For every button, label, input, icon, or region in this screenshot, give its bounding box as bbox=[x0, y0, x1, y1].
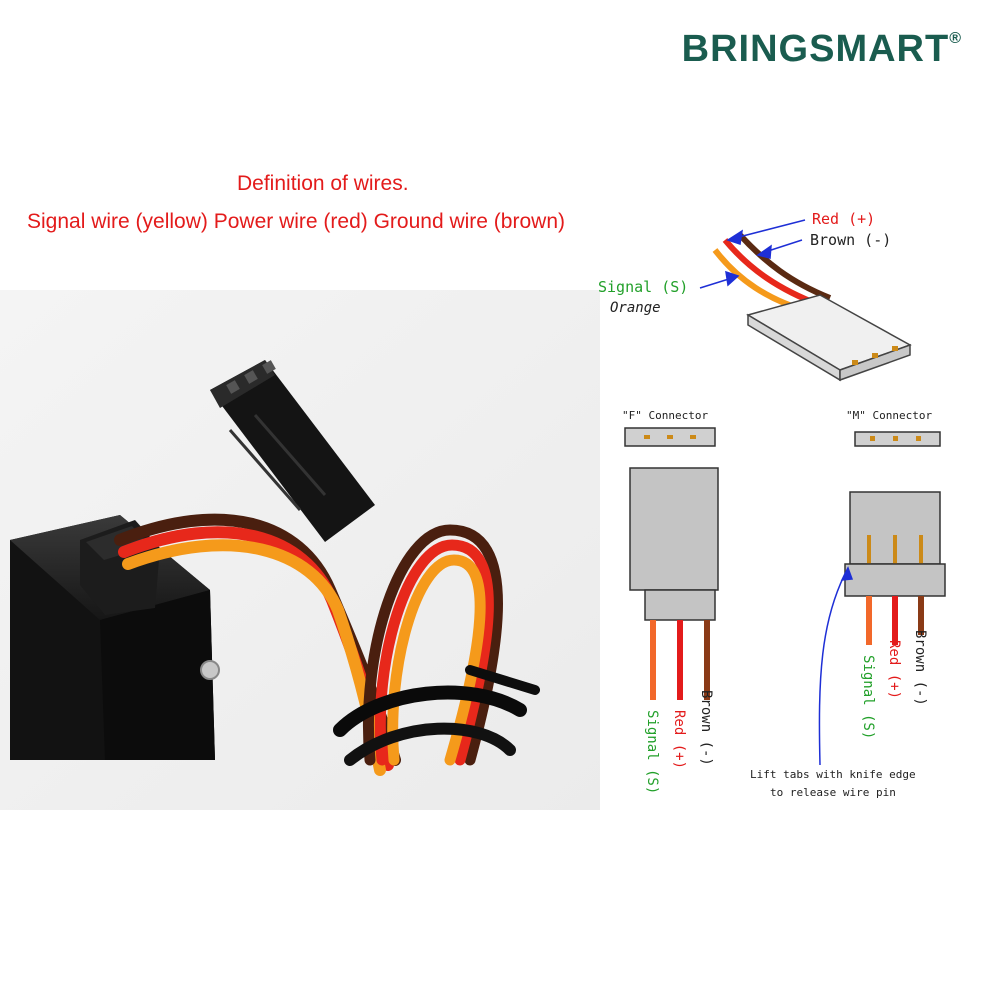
wiring-diagram: Red (+) Brown (-) Signal (S) Orange "F" … bbox=[598, 210, 946, 799]
servo-photo bbox=[0, 290, 600, 810]
label-orange-top: Orange bbox=[610, 300, 661, 316]
f-label-signal: Signal (S) bbox=[644, 710, 660, 794]
m-connector-side bbox=[844, 491, 946, 645]
label-signal-top: Signal (S) bbox=[598, 278, 688, 296]
caption-subtitle: Signal wire (yellow) Power wire (red) Gr… bbox=[27, 210, 565, 233]
note-line-1: Lift tabs with knife edge bbox=[750, 768, 916, 781]
f-label-brown: Brown (-) bbox=[698, 690, 714, 766]
registered-mark: ® bbox=[949, 30, 962, 48]
m-connector-front bbox=[854, 431, 941, 447]
top-connector-illustration bbox=[712, 232, 912, 382]
label-red-top: Red (+) bbox=[812, 210, 875, 228]
note-line-2: to release wire pin bbox=[770, 786, 896, 799]
label-brown-top: Brown (-) bbox=[810, 231, 891, 249]
f-connector-side bbox=[629, 467, 719, 700]
f-connector-title: "F" Connector bbox=[622, 409, 708, 422]
m-label-red: Red (+) bbox=[886, 640, 902, 699]
f-connector-front bbox=[624, 427, 716, 447]
brand-logo: BRINGSMART® bbox=[682, 28, 962, 71]
m-connector-title: "M" Connector bbox=[846, 409, 932, 422]
f-label-red: Red (+) bbox=[671, 710, 687, 769]
servo-body bbox=[10, 515, 220, 760]
m-label-brown: Brown (-) bbox=[912, 630, 928, 706]
servo-connector-plug bbox=[210, 360, 375, 542]
m-label-signal: Signal (S) bbox=[860, 655, 876, 739]
label-arrows bbox=[699, 219, 806, 289]
caption-title: Definition of wires. bbox=[237, 172, 409, 195]
brand-name: BRINGSMART bbox=[681, 28, 950, 70]
servo-wires bbox=[114, 513, 540, 776]
note-arrow bbox=[818, 566, 854, 766]
